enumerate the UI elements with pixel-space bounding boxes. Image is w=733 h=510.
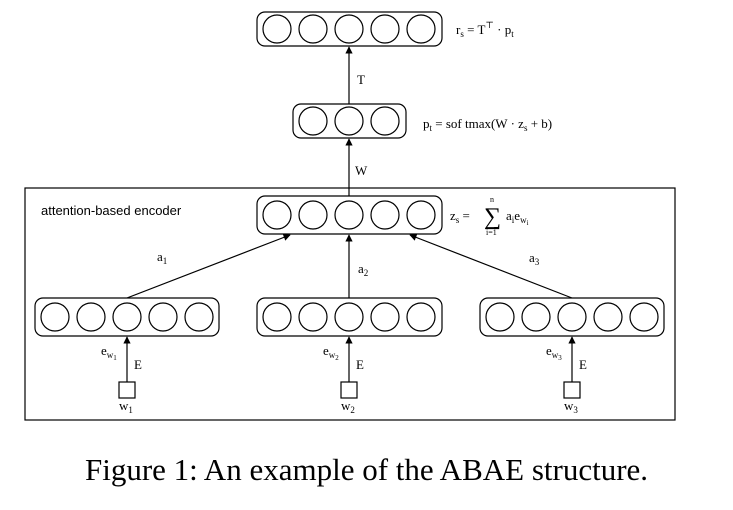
edge-W-label: W	[355, 163, 368, 178]
embedding-vector-3	[479, 297, 665, 337]
edge-T-label: T	[357, 72, 365, 87]
word-label-3: w3	[564, 398, 578, 415]
attention-arrow-1	[126, 233, 291, 299]
edge-E-label-1: E	[134, 357, 142, 372]
svg-text:n: n	[490, 195, 494, 204]
svg-text:aiewi: aiewi	[506, 208, 529, 227]
encoder-box	[24, 187, 676, 421]
word-label-2: w2	[341, 398, 355, 415]
word-box-2	[340, 381, 358, 399]
formula-z: zs = ∑ n i=1 aiewi	[450, 195, 529, 237]
embedding-vector-2	[256, 297, 443, 337]
attention-label-1: a1	[157, 249, 167, 266]
sentence-vector-z	[256, 195, 443, 235]
formula-r: rs = T⊤ · pt	[456, 20, 514, 39]
embedding-vector-1	[34, 297, 220, 337]
word-box-3	[563, 381, 581, 399]
attention-label-2: a2	[358, 261, 368, 278]
embedding-label-1: ew1	[101, 343, 117, 362]
embedding-label-2: ew2	[323, 343, 339, 362]
abae-diagram: attention-based encoder rs = T⊤ · pt T p…	[24, 11, 676, 421]
edge-E-label-3: E	[579, 357, 587, 372]
figure-caption: Figure 1: An example of the ABAE structu…	[84, 452, 649, 487]
output-vector-r	[256, 11, 443, 47]
edge-E-label-2: E	[356, 357, 364, 372]
attention-arrow-3	[409, 233, 573, 299]
formula-p: pt = sof tmax(W · zs + b)	[423, 116, 552, 133]
topic-vector-p	[292, 103, 407, 139]
svg-text:i=1: i=1	[486, 228, 497, 237]
word-box-1	[118, 381, 136, 399]
embedding-label-3: ew3	[546, 343, 562, 362]
svg-text:∑: ∑	[484, 204, 501, 230]
svg-text:zs =: zs =	[450, 208, 470, 225]
encoder-label: attention-based encoder	[41, 203, 182, 218]
attention-label-3: a3	[529, 250, 540, 267]
word-label-1: w1	[119, 398, 133, 415]
